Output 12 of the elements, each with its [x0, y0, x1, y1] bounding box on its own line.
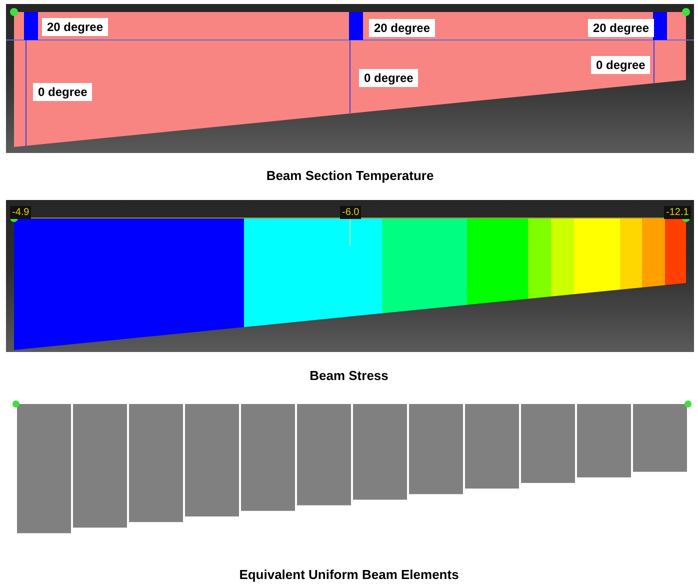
stress-value: -12.1	[664, 206, 691, 219]
temperature-label: 0 degree	[33, 83, 92, 101]
stress-value: -6.0	[340, 206, 362, 219]
temperature-label: 20 degree	[42, 18, 108, 36]
temperature-label: 0 degree	[359, 69, 418, 87]
panel-caption: Equivalent Uniform Beam Elements	[239, 567, 459, 582]
panel-caption: Beam Stress	[310, 368, 388, 383]
temperature-label: 0 degree	[591, 56, 650, 74]
temperature-label: 20 degree	[588, 19, 654, 37]
stress-value: -4.9	[10, 206, 32, 219]
panel-caption: Beam Section Temperature	[266, 168, 434, 183]
temperature-label: 20 degree	[369, 19, 436, 37]
